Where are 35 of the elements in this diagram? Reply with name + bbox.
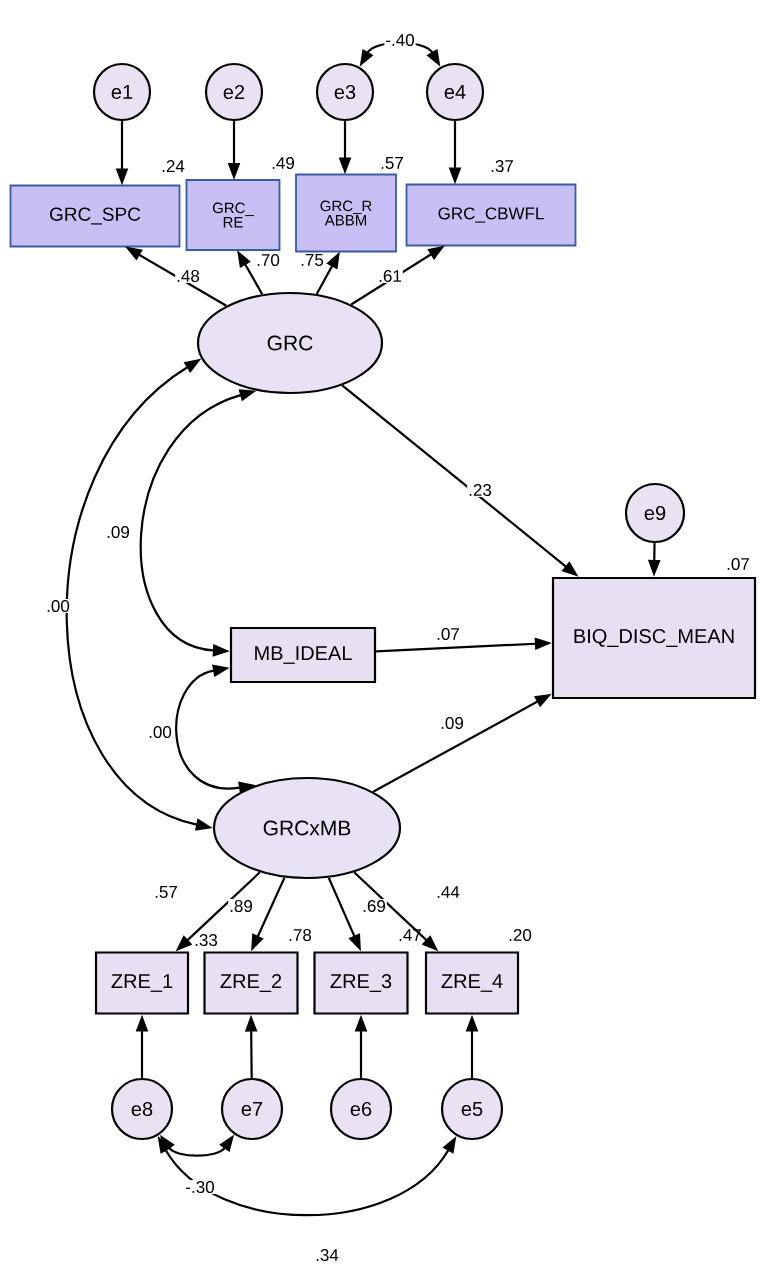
edge-label: .89: [228, 899, 254, 914]
r-squared-label: .49: [270, 156, 296, 170]
indicator-box: GRC_CBWFL: [405, 183, 577, 247]
observed-box: MB_IDEAL: [229, 626, 377, 684]
edge-label: .57: [153, 885, 179, 899]
edge-label: .00: [147, 725, 173, 740]
edge-label: .75: [299, 253, 325, 267]
indicator-box: GRC_SPC: [9, 184, 181, 248]
edge-label: -.30: [184, 1180, 216, 1195]
edge-label: .34: [314, 1248, 340, 1263]
edge-label: .00: [45, 599, 71, 614]
edge-label: .09: [439, 716, 465, 731]
edge-label: .61: [377, 269, 403, 283]
edge-label: .70: [255, 253, 281, 267]
r-squared-label: .33: [193, 933, 219, 948]
observed-box: BIQ_DISC_MEAN: [551, 576, 757, 700]
indicator-box: GRC_ RE: [185, 179, 281, 251]
r-squared-label: .78: [287, 928, 313, 943]
observed-box: ZRE_3: [313, 951, 409, 1015]
r-squared-label: .37: [489, 159, 515, 173]
edge-label: -.40: [384, 33, 416, 47]
r-squared-label: .20: [507, 928, 533, 943]
r-squared-label: .57: [379, 156, 405, 170]
edge-label: .23: [467, 483, 493, 497]
edge-label: .44: [435, 885, 461, 899]
observed-box: ZRE_2: [203, 951, 299, 1015]
r-squared-label: .24: [160, 159, 186, 173]
edge-label: .09: [105, 525, 131, 540]
edge-label: .69: [361, 899, 387, 914]
edge-label: .07: [435, 627, 461, 642]
observed-box: ZRE_4: [424, 951, 520, 1015]
observed-box: ZRE_1: [94, 951, 190, 1015]
indicator-box: GRC_R ABBM: [295, 173, 397, 253]
edge-label: .48: [175, 269, 201, 283]
r-squared-label: .07: [725, 557, 751, 572]
